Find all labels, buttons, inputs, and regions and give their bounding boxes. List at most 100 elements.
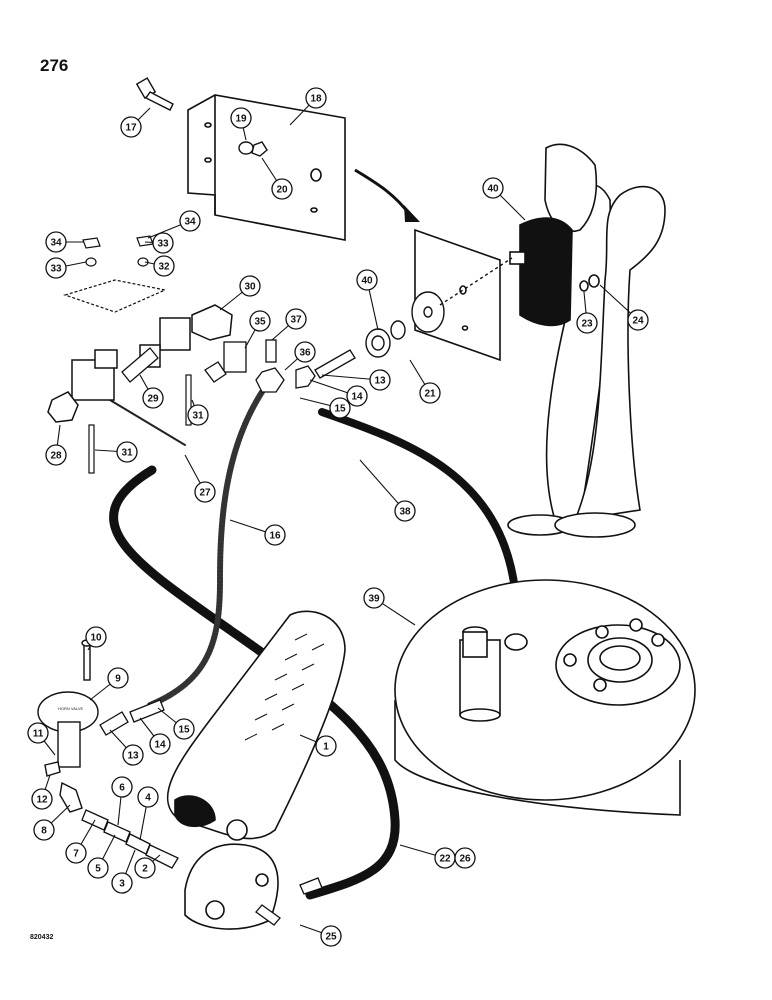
callout-22: 22 — [434, 847, 456, 869]
callout-34: 34 — [179, 210, 201, 232]
pedal-valve — [166, 610, 346, 930]
callout-number: 27 — [199, 488, 211, 499]
callout-number: 13 — [374, 376, 386, 387]
callout-number: 12 — [36, 795, 48, 806]
tube-27 — [109, 399, 186, 446]
callout-number: 40 — [487, 184, 499, 195]
callout-number: 17 — [125, 123, 137, 134]
callout-circle — [45, 231, 67, 253]
valve-plate — [63, 235, 167, 313]
callout-circle — [120, 116, 142, 138]
air-horns — [507, 143, 666, 538]
callout-33: 33 — [152, 232, 174, 254]
callout-circle — [419, 382, 441, 404]
callout-circle — [152, 232, 174, 254]
callout-number: 14 — [351, 392, 363, 403]
bolt-17 — [135, 77, 174, 111]
callout-circle — [111, 776, 133, 798]
callout-circle — [627, 309, 649, 331]
callout-number: 25 — [325, 932, 337, 943]
callout-circle — [239, 275, 261, 297]
callout-number: 22 — [439, 854, 451, 865]
callout-number: 18 — [310, 94, 322, 105]
callout-number: 35 — [254, 317, 266, 328]
arrow-indicator — [354, 168, 412, 216]
callout-20: 20 — [271, 178, 293, 200]
callout-number: 7 — [73, 849, 79, 860]
callout-19: 19 — [230, 107, 252, 129]
callout-circle — [249, 310, 271, 332]
callout-number: 3 — [119, 879, 125, 890]
callout-number: 16 — [269, 531, 281, 542]
callout-number: 9 — [115, 674, 121, 685]
callout-37: 37 — [285, 308, 307, 330]
callout-32: 32 — [153, 255, 175, 277]
callout-circle — [85, 626, 107, 648]
washer-19 — [238, 141, 254, 155]
callout-14: 14 — [149, 733, 171, 755]
callout-17: 17 — [120, 116, 142, 138]
callout-circle — [271, 178, 293, 200]
callout-number: 40 — [361, 276, 373, 287]
callout-circle — [153, 255, 175, 277]
callout-25: 25 — [320, 925, 342, 947]
callout-number: 31 — [121, 448, 133, 459]
valve-marking: HORN VALVE — [58, 706, 84, 711]
callout-circle — [369, 369, 391, 391]
callout-8: 8 — [33, 819, 55, 841]
callout-40: 40 — [482, 177, 504, 199]
callout-number: 34 — [184, 217, 196, 228]
callout-35: 35 — [249, 310, 271, 332]
callout-30: 30 — [239, 275, 261, 297]
callout-24: 24 — [627, 309, 649, 331]
callout-38: 38 — [394, 500, 416, 522]
lower-horn-valve — [37, 639, 99, 813]
callout-number: 11 — [33, 729, 44, 740]
callout-circle — [187, 404, 209, 426]
callout-group: 1234567891011121314151314151617181920212… — [27, 87, 649, 947]
callout-number: 10 — [90, 633, 102, 644]
callout-circle — [356, 269, 378, 291]
tee-fittings — [204, 339, 356, 393]
callout-7: 7 — [65, 842, 87, 864]
nut-20 — [251, 141, 268, 157]
callout-circle — [31, 788, 53, 810]
screw-31 — [185, 374, 192, 426]
callout-circle — [122, 744, 144, 766]
callout-number: 34 — [50, 238, 62, 249]
callout-number: 29 — [147, 394, 159, 405]
callout-circle — [230, 107, 252, 129]
callout-number: 30 — [244, 282, 256, 293]
callout-circle — [264, 524, 286, 546]
callout-circle — [107, 667, 129, 689]
callout-33: 33 — [45, 257, 67, 279]
callout-number: 19 — [235, 114, 247, 125]
figure-code: 820432 — [30, 934, 54, 941]
callout-26: 26 — [454, 847, 476, 869]
callout-number: 38 — [399, 507, 411, 518]
screw-31-b — [88, 424, 95, 474]
callout-15: 15 — [173, 718, 195, 740]
callout-circle — [173, 718, 195, 740]
mounting-bracket — [187, 94, 346, 241]
callout-27: 27 — [194, 481, 216, 503]
callout-circle — [285, 308, 307, 330]
callout-18: 18 — [305, 87, 327, 109]
air-tank — [394, 579, 696, 816]
callout-number: 21 — [424, 389, 436, 400]
callout-31: 31 — [187, 404, 209, 426]
callout-circle — [111, 872, 133, 894]
callout-circle — [134, 857, 156, 879]
callout-31: 31 — [116, 441, 138, 463]
callout-29: 29 — [142, 387, 164, 409]
callout-number: 15 — [334, 404, 346, 415]
callout-circle — [116, 441, 138, 463]
callout-9: 9 — [107, 667, 129, 689]
callout-number: 20 — [276, 185, 288, 196]
callout-12: 12 — [31, 788, 53, 810]
callout-circle — [394, 500, 416, 522]
callout-4: 4 — [137, 786, 159, 808]
callout-number: 8 — [41, 826, 47, 837]
